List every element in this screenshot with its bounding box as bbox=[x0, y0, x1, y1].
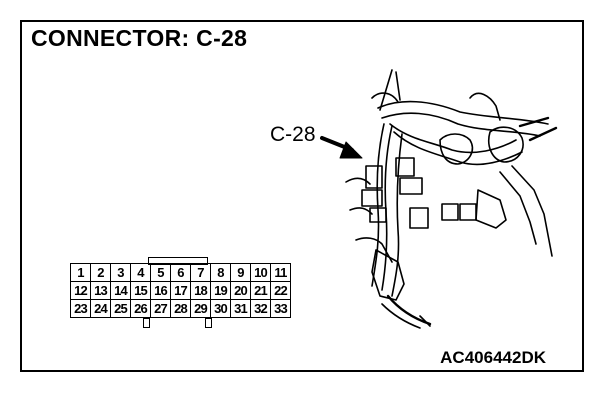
connector-pin-30: 30 bbox=[210, 299, 231, 318]
connector-pin-10: 10 bbox=[250, 263, 271, 282]
connector-pin-14: 14 bbox=[110, 281, 131, 300]
connector-pin-33: 33 bbox=[270, 299, 291, 318]
connector-pin-26: 26 bbox=[130, 299, 151, 318]
connector-pin-21: 21 bbox=[250, 281, 271, 300]
diagram-frame bbox=[20, 20, 584, 372]
connector-pin-25: 25 bbox=[110, 299, 131, 318]
diagram-title: CONNECTOR: C-28 bbox=[31, 25, 248, 51]
figure-code: AC406442DK bbox=[440, 348, 546, 367]
connector-pin-28: 28 bbox=[170, 299, 191, 318]
connector-pin-29: 29 bbox=[190, 299, 211, 318]
connector-bottom-tab-right bbox=[205, 318, 212, 328]
connector-pin-24: 24 bbox=[90, 299, 111, 318]
connector-callout-label: C-28 bbox=[270, 123, 316, 146]
connector-bottom-tab-left bbox=[143, 318, 150, 328]
